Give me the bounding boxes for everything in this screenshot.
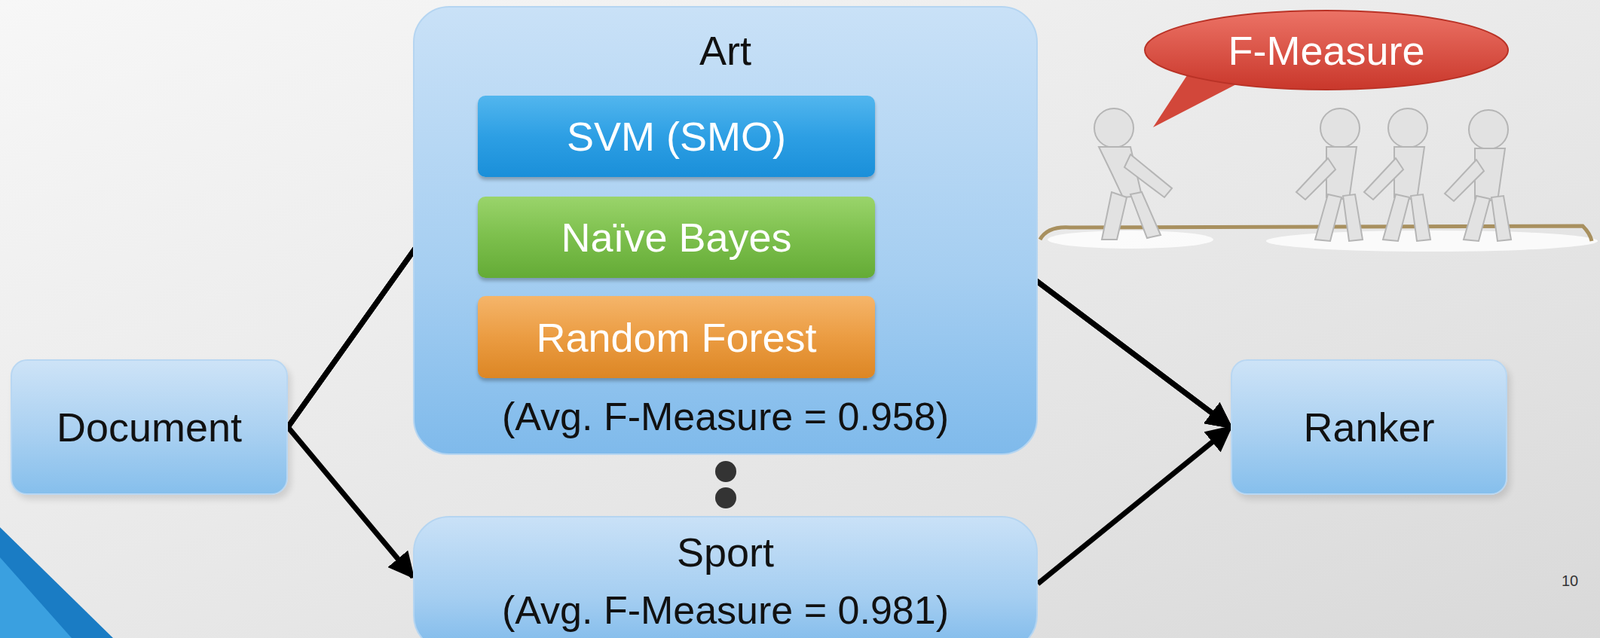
- classifier-box: SVM (SMO): [477, 95, 875, 178]
- node-label: SVM (SMO): [566, 113, 787, 160]
- corner-accent: [0, 557, 72, 638]
- classifier-box: Naïve Bayes: [477, 196, 875, 279]
- node-label: Ranker: [1303, 403, 1435, 451]
- connector-arrow: [1037, 427, 1231, 585]
- connector-arrow: [287, 427, 414, 578]
- category-group: Sport (Avg. F-Measure = 0.981): [413, 516, 1038, 638]
- ellipsis-dots: [715, 461, 737, 509]
- classifier-box: Random Forest: [477, 296, 875, 379]
- speech-bubble: F-Measure: [1144, 10, 1509, 90]
- tug-of-war-figures: [1040, 108, 1598, 252]
- page-number: 10: [1561, 572, 1579, 591]
- node-label: Random Forest: [535, 314, 817, 361]
- score-text: (Avg. F-Measure = 0.958): [414, 394, 1037, 440]
- node-label: Naïve Bayes: [560, 214, 792, 261]
- node-label: Document: [56, 403, 242, 451]
- document-box: Document: [10, 359, 288, 496]
- group-heading: Sport: [414, 529, 1037, 576]
- category-group: Art (Avg. F-Measure = 0.958) SVM (SMO) Naïv…: [413, 6, 1038, 456]
- ranker-box: Ranker: [1230, 359, 1508, 496]
- group-heading: Art: [414, 27, 1037, 74]
- node-label: F-Measure: [1227, 27, 1425, 74]
- corner-accent: [0, 527, 114, 638]
- score-text: (Avg. F-Measure = 0.981): [414, 587, 1037, 634]
